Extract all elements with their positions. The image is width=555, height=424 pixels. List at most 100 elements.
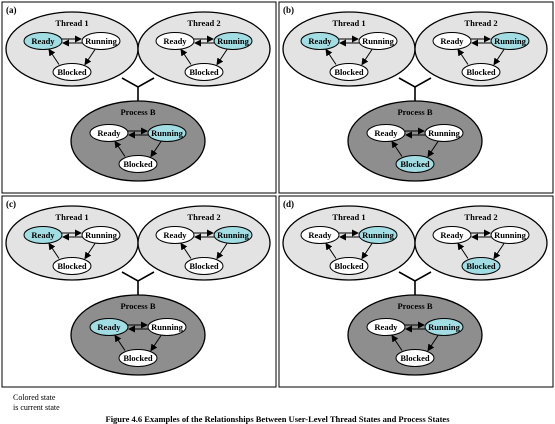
panel-d-thread1-edge-block bbox=[361, 243, 373, 260]
panel-b-thread2-ready-state bbox=[432, 32, 472, 50]
panel-a-process-ready-state bbox=[89, 124, 129, 142]
panel-d-process-blocked-label: Blocked bbox=[400, 353, 430, 363]
panel-c-process-title: Process B bbox=[120, 301, 155, 311]
panel-b-thread1-blocked-label: Blocked bbox=[334, 67, 364, 77]
panel-c-thread1-edge-wakeup bbox=[48, 242, 60, 259]
panel-d-thread1-running-label: Running bbox=[362, 230, 394, 240]
panel-a-thread2-running-state bbox=[213, 32, 253, 50]
panel-d-process-edge-block bbox=[427, 335, 439, 352]
panel-a-thread1-running-state bbox=[81, 32, 121, 50]
panel-c-thread1-ready-state bbox=[23, 226, 63, 244]
panel-b-process-edge-block bbox=[427, 141, 439, 158]
panel-b-thread1-running-label: Running bbox=[362, 36, 394, 46]
panel-b-thread2-blocked-label: Blocked bbox=[466, 67, 496, 77]
panel-b-thread2-running-state bbox=[490, 32, 530, 50]
panel-c-thread2-ellipse bbox=[137, 205, 271, 281]
panel-d-process-edge-wakeup bbox=[391, 334, 403, 351]
panel-a-thread1-ready-label: Ready bbox=[31, 36, 55, 46]
panel-c-thread2-blocked-state bbox=[184, 257, 224, 275]
panel-b-process-ready-state bbox=[366, 124, 406, 142]
panel-a-letter: (a) bbox=[6, 5, 17, 15]
panel-b-letter: (b) bbox=[283, 5, 294, 15]
panel-a-thread2-ellipse bbox=[137, 11, 271, 87]
panel-d-thread2-edge-block bbox=[493, 243, 505, 260]
panel-c-thread2-title: Thread 2 bbox=[187, 212, 220, 222]
panel-c-thread1-blocked-label: Blocked bbox=[57, 261, 87, 271]
panel-c-process-ready-label: Ready bbox=[97, 322, 121, 332]
panel-b-thread2-running-label: Running bbox=[494, 36, 526, 46]
panel-d-process-ready-label: Ready bbox=[374, 322, 398, 332]
panel-a-process-ready-label: Ready bbox=[97, 128, 121, 138]
panel-a-process-title: Process B bbox=[120, 107, 155, 117]
panel-b-thread2-edge-wakeup bbox=[457, 48, 469, 65]
panel-c-thread1-running-label: Running bbox=[85, 230, 117, 240]
panel-a-thread2-ready-label: Ready bbox=[163, 36, 187, 46]
panel-c-process-edge-block bbox=[150, 335, 162, 352]
panel-b-thread2-edge-block bbox=[493, 49, 505, 66]
panel-a-thread2-edge-wakeup bbox=[180, 48, 192, 65]
panel-b-thread2-title: Thread 2 bbox=[464, 18, 497, 28]
panel-c-process-blocked-label: Blocked bbox=[123, 353, 153, 363]
panel-b-process-running-state bbox=[424, 124, 464, 142]
panel-b-process-blocked-state bbox=[395, 155, 435, 173]
panel-a-thread2-running-label: Running bbox=[217, 36, 249, 46]
panel-d-letter: (d) bbox=[283, 199, 294, 209]
panel-a-thread2-blocked-label: Blocked bbox=[189, 67, 219, 77]
panel-a-thread2-edge-block bbox=[216, 49, 228, 66]
panel-a-process-blocked-label: Blocked bbox=[123, 159, 153, 169]
panel-d-thread1-ready-label: Ready bbox=[308, 230, 332, 240]
panel-d-process-running-state bbox=[424, 318, 464, 336]
panel-c-thread2-blocked-label: Blocked bbox=[189, 261, 219, 271]
panel-b-process-blocked-label: Blocked bbox=[400, 159, 430, 169]
panel-b-process-edge-wakeup bbox=[391, 140, 403, 157]
panel-c-thread2-edge-block bbox=[216, 243, 228, 260]
panel-d-thread1-ready-state bbox=[300, 226, 340, 244]
panel-a-thread1-title: Thread 1 bbox=[55, 18, 88, 28]
legend-line-2: is current state bbox=[13, 403, 60, 412]
panel-a-thread1-edge-block bbox=[84, 49, 96, 66]
panel-c-thread2-ready-label: Ready bbox=[163, 230, 187, 240]
panel-c-process-edge-wakeup bbox=[114, 334, 126, 351]
panel-b-process-ready-label: Ready bbox=[374, 128, 398, 138]
panel-b-thread1-blocked-state bbox=[329, 63, 369, 81]
panel-c-thread2-running-label: Running bbox=[217, 230, 249, 240]
panel-a-process-edge-block bbox=[150, 141, 162, 158]
panel-a-thread1-ready-state bbox=[23, 32, 63, 50]
panel-c-process-blocked-state bbox=[118, 349, 158, 367]
panel-d-thread2-blocked-state bbox=[461, 257, 501, 275]
panel-a-thread2-title: Thread 2 bbox=[187, 18, 220, 28]
panel-c-thread2-ready-state bbox=[155, 226, 195, 244]
panel-d-thread2-running-state bbox=[490, 226, 530, 244]
panel-c-process-running-state bbox=[147, 318, 187, 336]
panel-b-thread1-ready-label: Ready bbox=[308, 36, 332, 46]
panel-d-thread1-edge-wakeup bbox=[325, 242, 337, 259]
panel-d-thread2-edge-wakeup bbox=[457, 242, 469, 259]
panel-b-thread2-blocked-state bbox=[461, 63, 501, 81]
panel-c-letter: (c) bbox=[6, 199, 16, 209]
panel-d-process-blocked-state bbox=[395, 349, 435, 367]
panel-c-thread1-blocked-state bbox=[52, 257, 92, 275]
panel-a-process-ellipse bbox=[70, 100, 206, 182]
panel-c-thread1-ready-label: Ready bbox=[31, 230, 55, 240]
panel-c-thread1-edge-block bbox=[84, 243, 96, 260]
panel-b-thread1-edge-wakeup bbox=[325, 48, 337, 65]
panel-d-process-ellipse bbox=[347, 294, 483, 376]
panel-b-thread1-title: Thread 1 bbox=[332, 18, 365, 28]
panel-d-thread2-ellipse bbox=[414, 205, 548, 281]
panel-a-process-blocked-state bbox=[118, 155, 158, 173]
panel-d-thread1-title: Thread 1 bbox=[332, 212, 365, 222]
panel-d-process-title: Process B bbox=[397, 301, 432, 311]
